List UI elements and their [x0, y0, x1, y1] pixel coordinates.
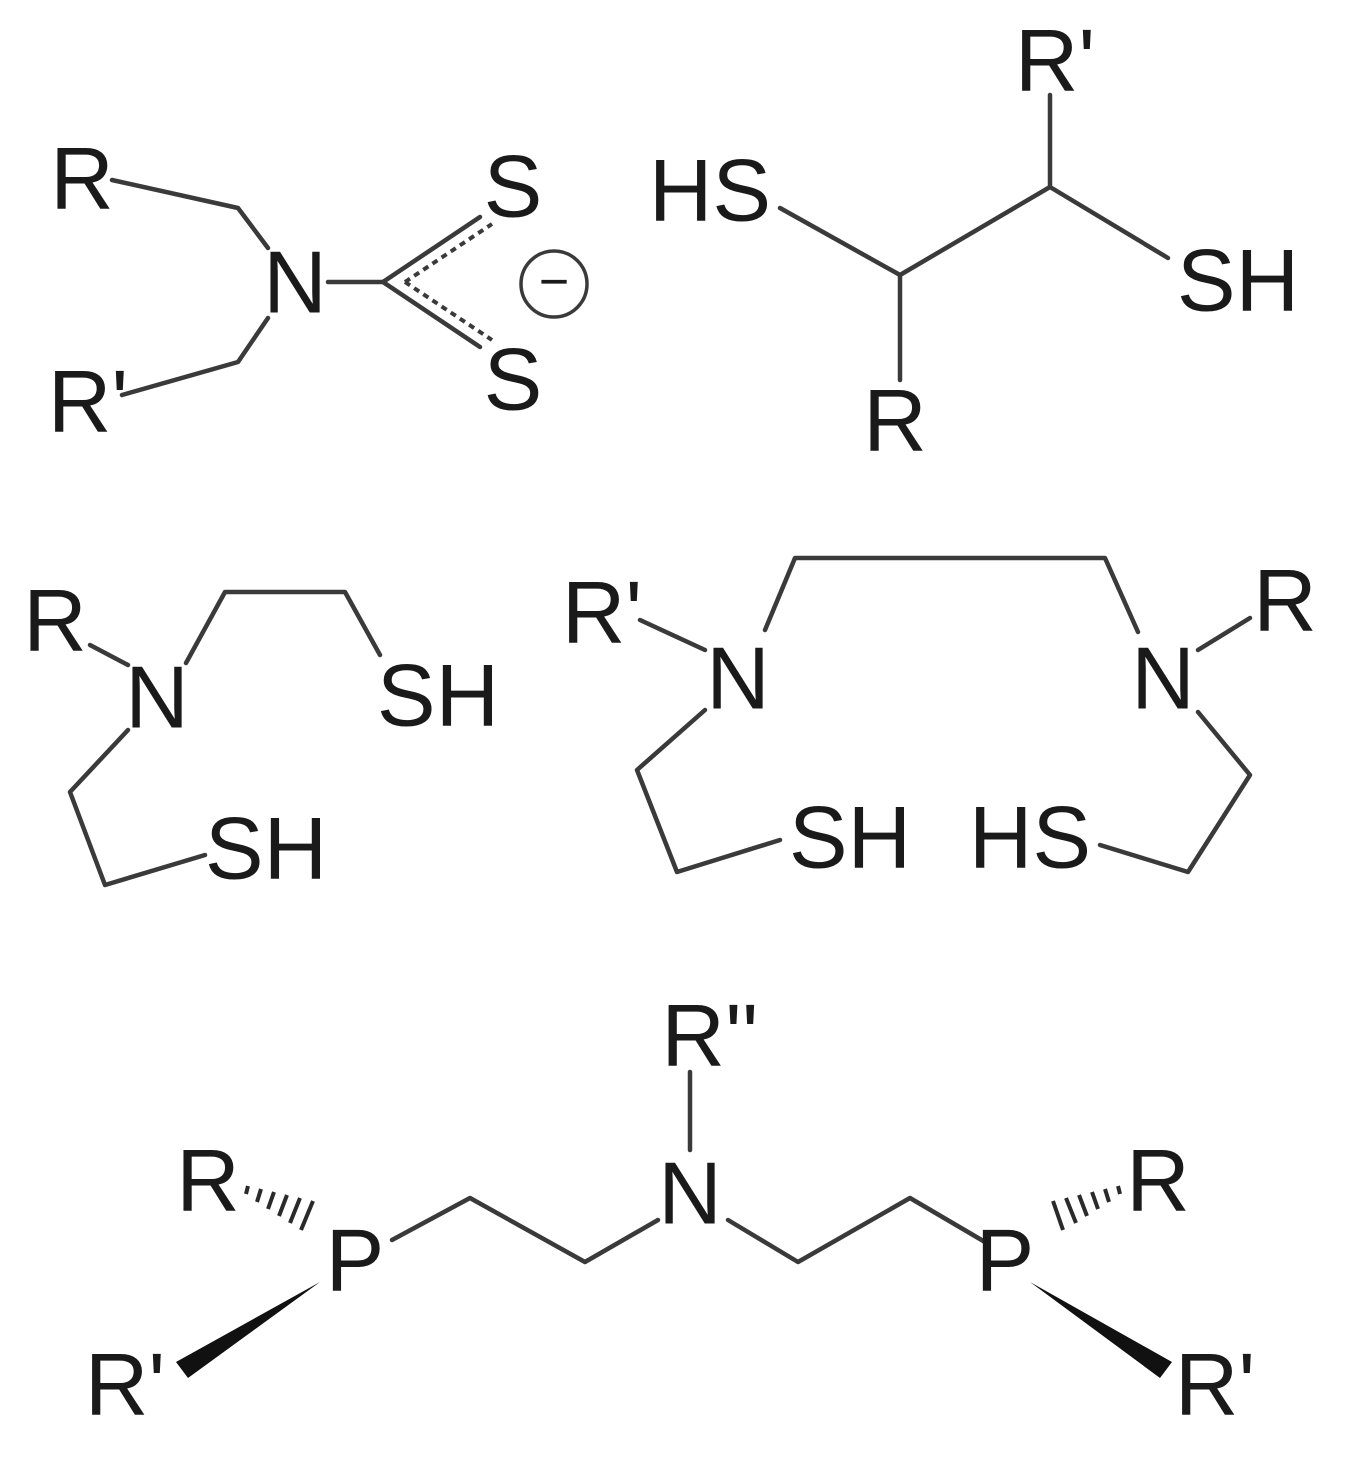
- pnp-left-hashed-bond: [244, 1185, 315, 1231]
- n2s2-n-left-label: N: [706, 629, 770, 728]
- dithiocarbamate-n-label: N: [263, 233, 327, 332]
- dithiocarbamate-s-top-label: S: [484, 137, 543, 236]
- n-bis-thiol-structure: R N SH SH: [23, 571, 499, 898]
- pnp-right-wedge-bond: [1030, 1282, 1172, 1378]
- dithiocarbamate-r-prime-label: R': [48, 352, 128, 451]
- n-bis-thiol-bonds: [67, 589, 383, 888]
- n2s2-bonds: [634, 555, 1253, 875]
- n-bis-thiol-sh-bottom-label: SH: [205, 799, 327, 898]
- pnp-structure: R'' N P P R R R' R': [85, 986, 1255, 1434]
- dithiocarbamate-s-bottom-label: S: [484, 330, 543, 429]
- vicinal-dithiol-r-label: R: [863, 371, 927, 470]
- dithiocarbamate-structure: R R' N S S −: [48, 129, 589, 451]
- negative-charge-sign: −: [539, 253, 569, 311]
- vicinal-dithiol-sh-label: SH: [1177, 231, 1299, 330]
- pnp-r-right-label: R: [1126, 1131, 1190, 1230]
- dithiocarbamate-bonds: [109, 177, 589, 398]
- pnp-left-wedge-bond: [176, 1282, 320, 1378]
- vicinal-dithiol-structure: HS SH R' R: [649, 11, 1299, 470]
- pnp-r-double-prime-label: R'': [661, 986, 758, 1085]
- n-bis-thiol-n-label: N: [125, 648, 189, 747]
- pnp-r-prime-left-label: R': [85, 1335, 165, 1434]
- negative-charge-circle: [519, 249, 589, 319]
- n2s2-r-prime-label: R': [562, 563, 642, 662]
- n2s2-structure: R' N R N SH HS: [562, 551, 1317, 887]
- n2s2-n-right-label: N: [1131, 629, 1195, 728]
- vicinal-dithiol-r-prime-label: R': [1015, 11, 1095, 110]
- pnp-bonds: [176, 1069, 1172, 1378]
- pnp-p-right-label: P: [976, 1211, 1035, 1310]
- n2s2-r-label: R: [1253, 551, 1317, 650]
- n-bis-thiol-r-label: R: [23, 571, 87, 670]
- pnp-p-left-label: P: [326, 1211, 385, 1310]
- pnp-right-hashed-bond: [1051, 1185, 1122, 1231]
- vicinal-dithiol-hs-label: HS: [649, 141, 771, 240]
- n-bis-thiol-sh-top-label: SH: [377, 646, 499, 745]
- n2s2-sh-label: SH: [789, 788, 911, 887]
- pnp-r-left-label: R: [176, 1131, 240, 1230]
- vicinal-dithiol-bonds: [777, 92, 1171, 383]
- pnp-n-label: N: [658, 1144, 722, 1243]
- n2s2-hs-label: HS: [969, 788, 1091, 887]
- dithiocarbamate-r-label: R: [50, 129, 114, 228]
- pnp-r-prime-right-label: R': [1175, 1335, 1255, 1434]
